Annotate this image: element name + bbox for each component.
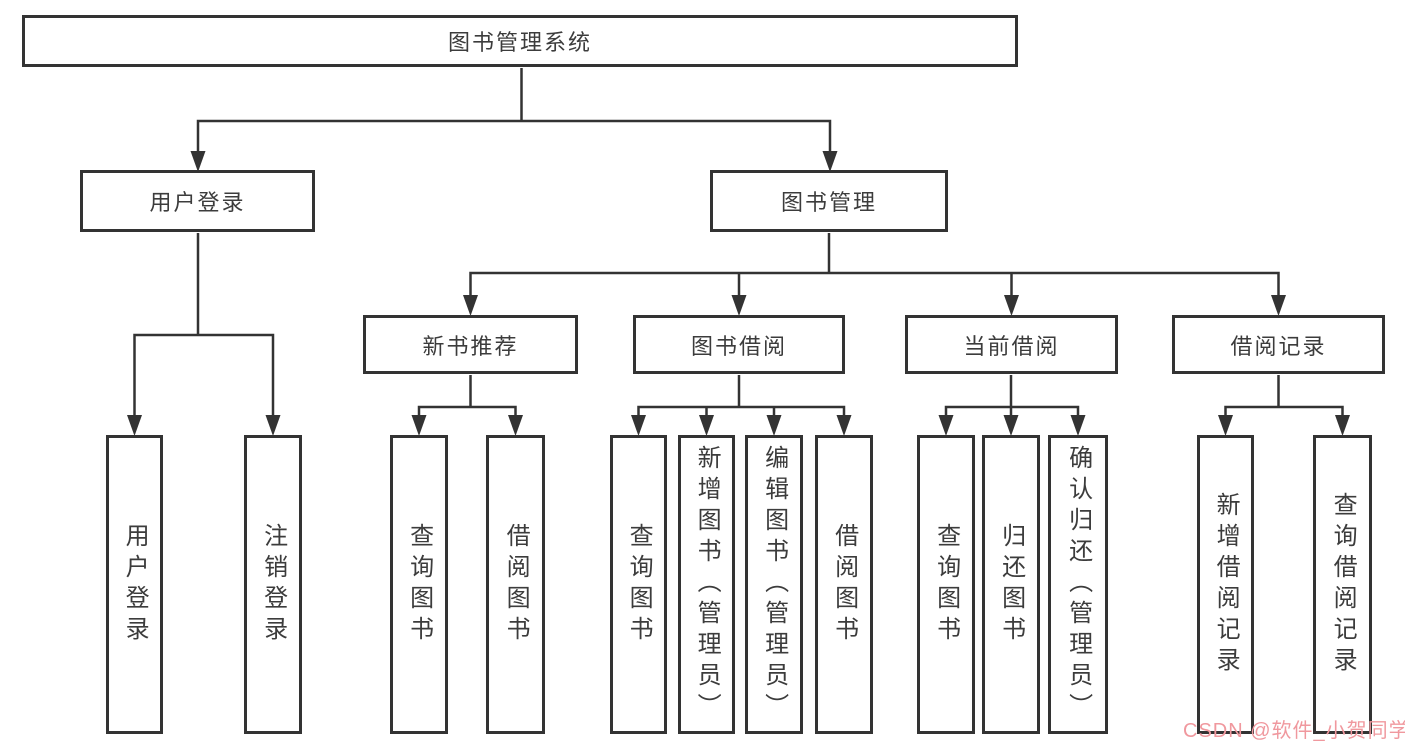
leaf-label: 新增借阅记录 <box>1212 491 1240 678</box>
connector-line <box>469 233 1280 297</box>
arrowhead-icon <box>1004 295 1019 316</box>
connector-book-management-to-level3 <box>463 233 1286 316</box>
leaf-edit-book-admin: 编辑图书（管理员） <box>745 435 803 734</box>
leaf-user-login: 用户登录 <box>106 435 163 734</box>
connector-line <box>637 375 846 417</box>
arrowhead-icon <box>265 415 281 436</box>
connector-line <box>133 233 275 416</box>
arrowhead-icon <box>411 415 427 436</box>
leaf-label: 查询图书 <box>932 522 960 647</box>
arrowhead-icon <box>836 415 852 436</box>
arrowhead-icon <box>127 415 142 436</box>
leaf-label: 用户登录 <box>121 522 149 647</box>
arrowhead-icon <box>463 295 478 316</box>
connector-user-login-to-leaves <box>127 233 281 436</box>
connector-current-borrow-to-leaves <box>938 375 1086 436</box>
arrowhead-icon <box>508 415 523 436</box>
leaf-borrow-books-recommend: 借阅图书 <box>486 435 545 734</box>
leaf-label: 注销登录 <box>259 522 287 647</box>
arrowhead-icon <box>190 151 206 172</box>
connector-line <box>417 375 517 417</box>
leaf-add-book-admin: 新增图书（管理员） <box>678 435 735 734</box>
leaf-label: 查询图书 <box>405 522 433 647</box>
leaf-label: 查询图书 <box>625 522 653 647</box>
leaf-return-book: 归还图书 <box>982 435 1040 734</box>
connector-root-to-level2 <box>190 68 838 172</box>
leaf-query-books-current: 查询图书 <box>917 435 975 734</box>
node-new-book-recommend: 新书推荐 <box>363 315 578 374</box>
arrowhead-icon <box>1003 415 1019 436</box>
arrowhead-icon <box>731 295 747 316</box>
arrowhead-icon <box>938 415 954 436</box>
connector-borrow-records-to-leaves <box>1218 375 1350 436</box>
leaf-label: 借阅图书 <box>502 522 530 647</box>
node-library-system: 图书管理系统 <box>22 15 1018 67</box>
arrowhead-icon <box>631 415 646 436</box>
watermark: CSDN @软件_小贺同学 <box>1183 720 1405 742</box>
leaf-query-books-borrow: 查询图书 <box>610 435 667 734</box>
node-user-login: 用户登录 <box>80 170 315 232</box>
arrowhead-icon <box>1271 295 1286 316</box>
leaf-query-borrow-record: 查询借阅记录 <box>1313 435 1372 734</box>
arrowhead-icon <box>1218 415 1233 436</box>
leaf-label: 查询借阅记录 <box>1329 491 1357 678</box>
node-current-borrow: 当前借阅 <box>905 315 1118 374</box>
arrowhead-icon <box>1070 415 1086 436</box>
leaf-label: 编辑图书（管理员） <box>760 445 788 724</box>
leaf-confirm-return-admin: 确认归还（管理员） <box>1048 435 1108 734</box>
arrowhead-icon <box>699 415 714 436</box>
connector-line <box>1224 375 1344 417</box>
connector-new-book-to-leaves <box>411 375 523 436</box>
node-book-management: 图书管理 <box>710 170 948 232</box>
arrowhead-icon <box>822 151 838 172</box>
node-book-borrow: 图书借阅 <box>633 315 845 374</box>
leaf-label: 确认归还（管理员） <box>1064 445 1092 724</box>
leaf-label: 新增图书（管理员） <box>693 445 721 724</box>
leaf-borrow-books: 借阅图书 <box>815 435 873 734</box>
arrowhead-icon <box>1335 415 1350 436</box>
connector-line <box>944 375 1080 417</box>
leaf-label: 归还图书 <box>997 522 1025 647</box>
leaf-logout: 注销登录 <box>244 435 302 734</box>
leaf-add-borrow-record: 新增借阅记录 <box>1197 435 1254 734</box>
connector-line <box>196 68 832 153</box>
connector-book-borrow-to-leaves <box>631 375 852 436</box>
arrowhead-icon <box>766 415 782 436</box>
node-borrow-records: 借阅记录 <box>1172 315 1385 374</box>
leaf-label: 借阅图书 <box>830 522 858 647</box>
leaf-query-books-recommend: 查询图书 <box>390 435 448 734</box>
